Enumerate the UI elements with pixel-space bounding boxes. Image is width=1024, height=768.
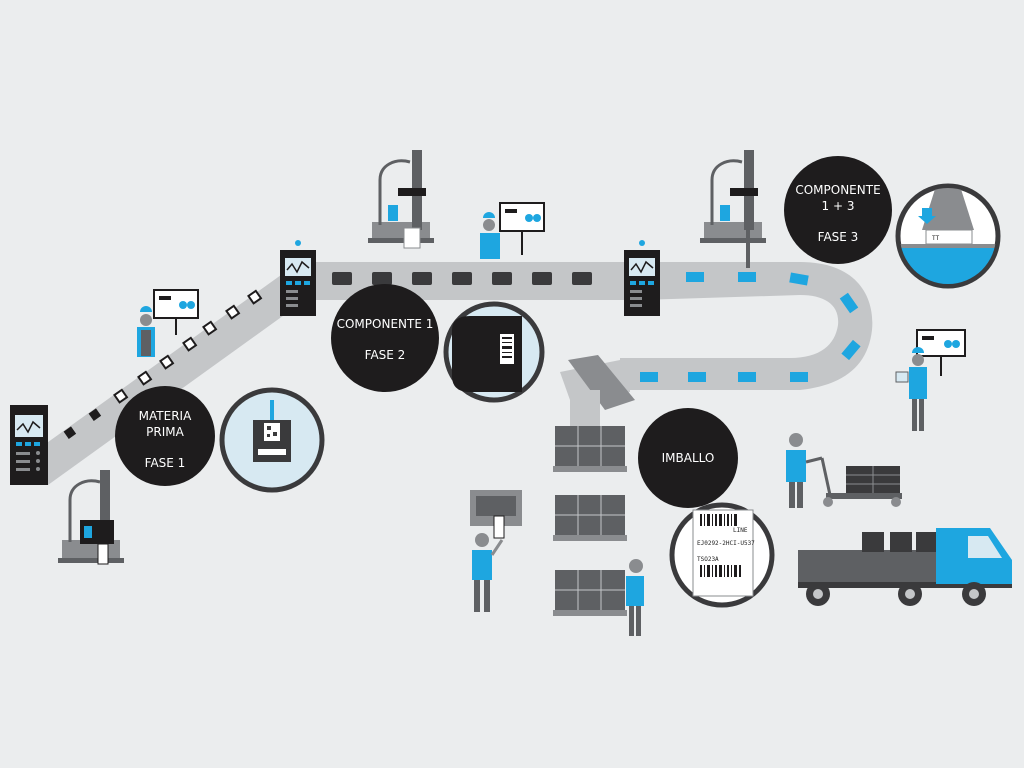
label-code: EJ0292-2HCI-U537 — [697, 540, 755, 547]
pallet-stack-1 — [553, 426, 627, 472]
stage-componente-1-3-line3: FASE 3 — [818, 230, 859, 244]
stage-componente-1: COMPONENTE 1 FASE 2 — [331, 284, 439, 392]
stage-componente-1-line1: COMPONENTE 1 — [337, 317, 434, 331]
applicator-machine-bottom-left — [58, 470, 124, 565]
detail-circle-shipping-label: LINE EJ0292-2HCI-U537 TSO23A — [669, 502, 775, 608]
stage-materia-prima-line3: FASE 1 — [145, 456, 186, 470]
detail-circle-barcode-box — [443, 301, 545, 403]
worker-pallet-jack — [786, 433, 902, 508]
stage-materia-prima-line1: MATERIA — [139, 409, 192, 423]
stage-componente-1-3: COMPONENTE 1 + 3 FASE 3 — [784, 156, 892, 264]
terminal-right — [624, 240, 660, 316]
terminal-left — [10, 405, 48, 485]
worker-with-monitor-top — [480, 202, 545, 259]
terminal-middle — [280, 240, 316, 316]
stage-componente-1-line2: FASE 2 — [365, 348, 406, 362]
detail-circle-qr-label — [219, 387, 325, 493]
label-ref: TSO23A — [697, 556, 719, 563]
applicator-machine-top-left — [368, 150, 434, 249]
worker-printer-station — [470, 490, 522, 612]
label-brand: LINE — [733, 527, 748, 534]
stage-materia-prima-line2: PRIMA — [146, 425, 184, 439]
pallet-stack-3 — [553, 570, 627, 616]
stage-materia-prima: MATERIA PRIMA FASE 1 — [115, 386, 215, 486]
worker-pallet-stack — [626, 559, 644, 636]
stage-componente-1-3-line1: COMPONENTE — [795, 183, 880, 197]
stage-imballo-line1: IMBALLO — [662, 451, 715, 465]
applicator-machine-top-right — [700, 150, 766, 268]
blue-belt-items — [640, 272, 861, 382]
delivery-truck — [798, 528, 1012, 606]
stage-componente-1-3-line2: 1 + 3 — [822, 199, 855, 213]
pallet-stack-2 — [553, 495, 627, 541]
detail-circle-applicator: TT — [895, 183, 1001, 289]
upper-belt-items — [332, 272, 592, 285]
stage-imballo: IMBALLO — [638, 408, 738, 508]
incline-items — [63, 289, 263, 439]
worker-with-monitor-right — [895, 329, 966, 431]
svg-text:TT: TT — [932, 235, 940, 242]
worker-with-monitor-left — [137, 289, 199, 357]
